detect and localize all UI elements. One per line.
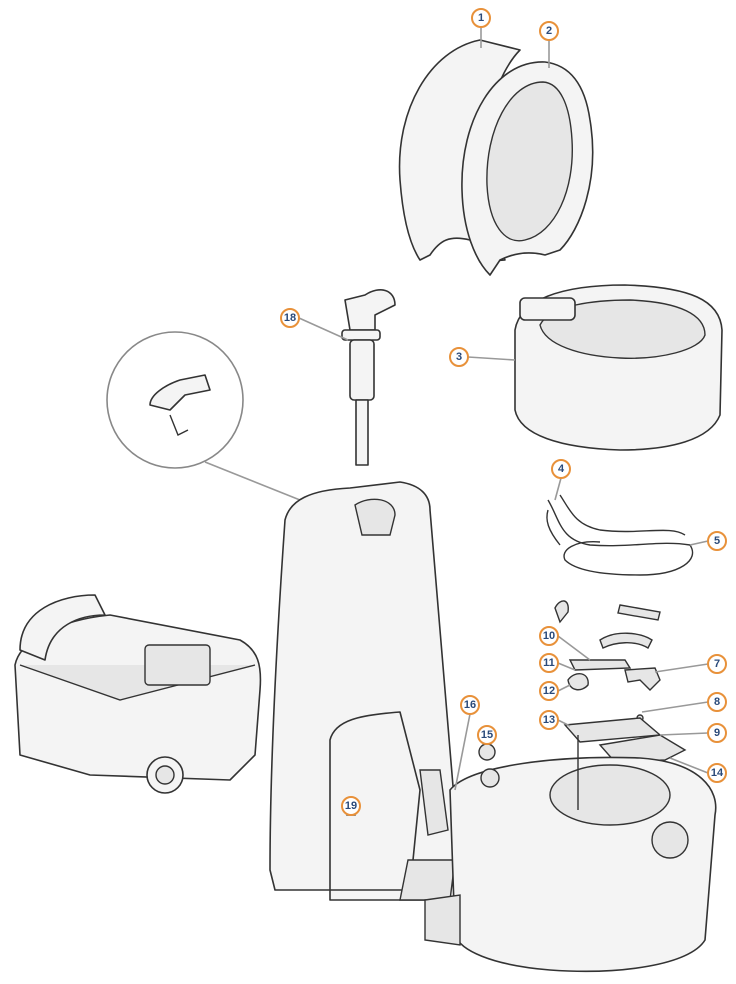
callout-1: 1 <box>471 8 491 28</box>
waste-tank <box>14 594 262 794</box>
svg-text:3: 3 <box>456 351 462 363</box>
lower-bowl <box>424 735 717 973</box>
callout-19: 19 <box>341 796 361 816</box>
svg-text:2: 2 <box>546 25 552 37</box>
flush-hose <box>546 494 694 576</box>
svg-text:16: 16 <box>464 699 476 711</box>
grommet <box>478 743 496 761</box>
callout-12: 12 <box>539 681 559 701</box>
detail-callout <box>106 331 301 501</box>
callout-13: 13 <box>539 710 559 730</box>
svg-text:8: 8 <box>714 696 720 708</box>
svg-text:19: 19 <box>345 800 357 812</box>
callout-8: 8 <box>707 692 727 712</box>
leader-lines <box>298 27 709 815</box>
svg-text:14: 14 <box>711 767 724 779</box>
callout-9: 9 <box>707 723 727 743</box>
svg-text:7: 7 <box>714 658 720 670</box>
small-parts <box>554 600 687 763</box>
callout-5: 5 <box>707 531 727 551</box>
svg-text:11: 11 <box>543 657 555 669</box>
svg-text:10: 10 <box>543 630 555 642</box>
callout-15: 15 <box>477 725 497 745</box>
svg-text:15: 15 <box>481 729 493 741</box>
svg-text:12: 12 <box>543 685 555 697</box>
callout-16: 16 <box>460 695 480 715</box>
svg-text:18: 18 <box>284 312 296 324</box>
callout-18: 18 <box>280 308 300 328</box>
svg-text:1: 1 <box>478 12 484 24</box>
callout-10: 10 <box>539 626 559 646</box>
svg-text:4: 4 <box>558 463 565 475</box>
seat-ring <box>461 61 594 276</box>
flush-pump <box>341 289 396 466</box>
bowl-top <box>514 284 723 451</box>
callout-4: 4 <box>551 459 571 479</box>
callout-7: 7 <box>707 654 727 674</box>
callout-2: 2 <box>539 21 559 41</box>
callout-14: 14 <box>707 763 727 783</box>
svg-text:9: 9 <box>714 727 720 739</box>
callout-3: 3 <box>449 347 469 367</box>
svg-text:13: 13 <box>543 714 555 726</box>
svg-text:5: 5 <box>714 535 720 547</box>
callout-11: 11 <box>539 653 559 673</box>
toilet-body-panel <box>269 481 461 901</box>
